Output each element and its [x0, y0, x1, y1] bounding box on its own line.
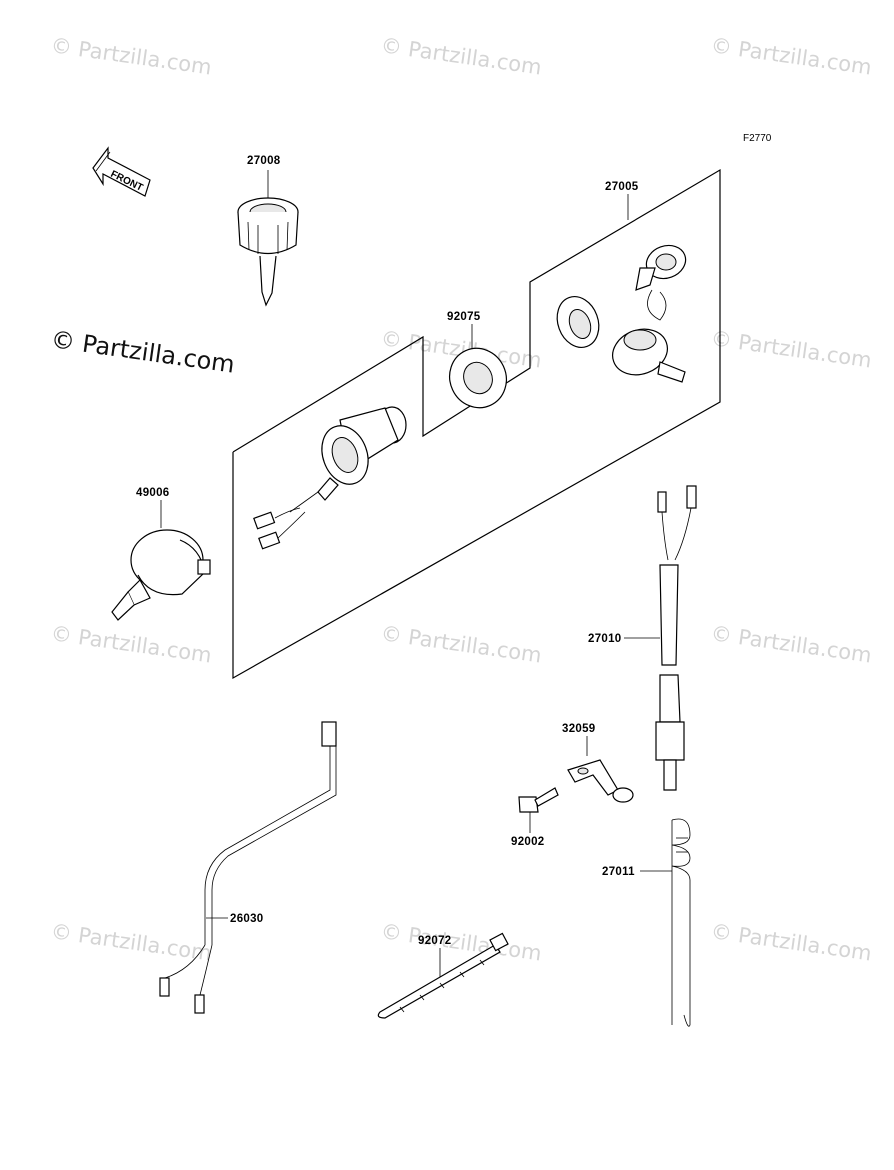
watermark: © Partzilla.com — [709, 326, 873, 372]
watermark: © Partzilla.com — [379, 919, 543, 965]
watermark: © Partzilla.com — [709, 621, 873, 667]
callout-27005: 27005 — [605, 181, 639, 193]
part-32059-bracket — [567, 759, 634, 803]
watermark-large: © Partzilla.com — [49, 325, 236, 379]
part-92075-ring — [449, 347, 507, 409]
part-92002-bolt — [518, 787, 559, 813]
figure-code: F2770 — [743, 133, 772, 144]
part-27010-cable — [655, 485, 697, 791]
watermark: © Partzilla.com — [709, 919, 873, 965]
callout-27011: 27011 — [602, 866, 635, 878]
part-switch-body — [253, 406, 407, 550]
assembly-bracket — [232, 168, 721, 680]
watermark: © Partzilla.com — [379, 33, 543, 79]
callout-92002: 92002 — [511, 836, 544, 848]
watermark: © Partzilla.com — [49, 621, 213, 667]
callout-32059: 32059 — [562, 723, 595, 735]
watermark: © Partzilla.com — [49, 919, 213, 965]
front-arrow-icon: FRONT — [92, 146, 151, 197]
watermark: © Partzilla.com — [49, 33, 213, 79]
watermark: © Partzilla.com — [709, 33, 873, 79]
callout-92075: 92075 — [447, 311, 481, 323]
part-27011-spring — [671, 818, 691, 1027]
callout-27010: 27010 — [588, 633, 621, 645]
callout-26030: 26030 — [230, 913, 263, 925]
part-92072-cable-tie — [377, 932, 509, 1019]
watermark-group: © Partzilla.com © Partzilla.com © Partzi… — [49, 33, 873, 965]
callout-27008: 27008 — [247, 155, 281, 167]
part-49006-cover — [111, 529, 211, 621]
part-27005-key-set — [556, 244, 687, 383]
part-27008-knob — [237, 170, 299, 307]
part-26030-harness — [159, 721, 337, 1014]
callout-92072: 92072 — [418, 935, 451, 947]
callout-49006: 49006 — [136, 487, 169, 499]
watermark: © Partzilla.com — [379, 621, 543, 667]
